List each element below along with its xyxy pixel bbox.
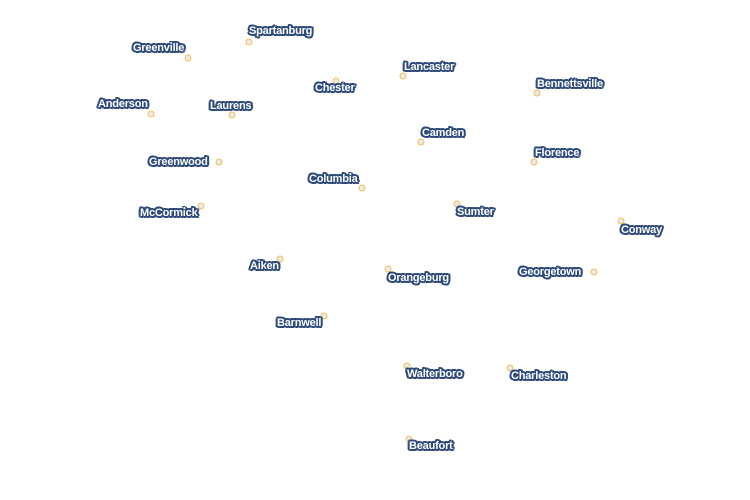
city-label-beaufort: Beaufort [409,440,453,452]
city-marker-charleston[interactable] [506,364,514,372]
city-marker-mccormick[interactable] [197,202,205,210]
city-label-conway: Conway [621,224,662,236]
city-label-greenville: Greenville [133,42,185,54]
city-marker-spartanburg[interactable] [245,38,253,46]
city-marker-florence[interactable] [530,158,538,166]
city-label-barnwell: Barnwell [277,317,322,329]
city-marker-laurens[interactable] [228,111,236,119]
city-marker-bennettsville[interactable] [533,89,541,97]
city-label-greenwood: Greenwood [149,156,208,168]
city-label-sumter: Sumter [457,206,494,218]
city-marker-beaufort[interactable] [405,435,413,443]
city-marker-chester[interactable] [332,77,340,85]
city-marker-sumter[interactable] [453,200,461,208]
city-marker-barnwell[interactable] [320,312,328,320]
city-marker-walterboro[interactable] [403,362,411,370]
city-marker-georgetown[interactable] [590,268,598,276]
city-marker-greenwood[interactable] [215,158,223,166]
city-label-mccormick: McCormick [140,207,198,219]
city-marker-anderson[interactable] [147,110,155,118]
city-label-lancaster: Lancaster [404,61,455,73]
city-marker-conway[interactable] [617,217,625,225]
city-label-columbia: Columbia [309,173,358,185]
city-label-aiken: Aiken [250,260,279,272]
city-label-laurens: Laurens [210,100,252,112]
city-label-anderson: Anderson [98,98,148,110]
city-marker-greenville[interactable] [184,54,192,62]
city-label-camden: Camden [422,127,465,139]
city-label-florence: Florence [535,147,580,159]
city-label-bennettsville: Bennettsville [537,78,603,90]
city-marker-orangeburg[interactable] [384,265,392,273]
city-label-walterboro: Walterboro [407,368,463,380]
city-marker-camden[interactable] [417,138,425,146]
city-marker-columbia[interactable] [358,184,366,192]
city-marker-aiken[interactable] [276,255,284,263]
city-label-chester: Chester [315,82,355,94]
city-marker-lancaster[interactable] [399,72,407,80]
city-label-charleston: Charleston [511,370,567,382]
city-label-spartanburg: Spartanburg [249,25,313,37]
city-label-orangeburg: Orangeburg [388,272,449,284]
city-label-georgetown: Georgetown [519,266,582,278]
